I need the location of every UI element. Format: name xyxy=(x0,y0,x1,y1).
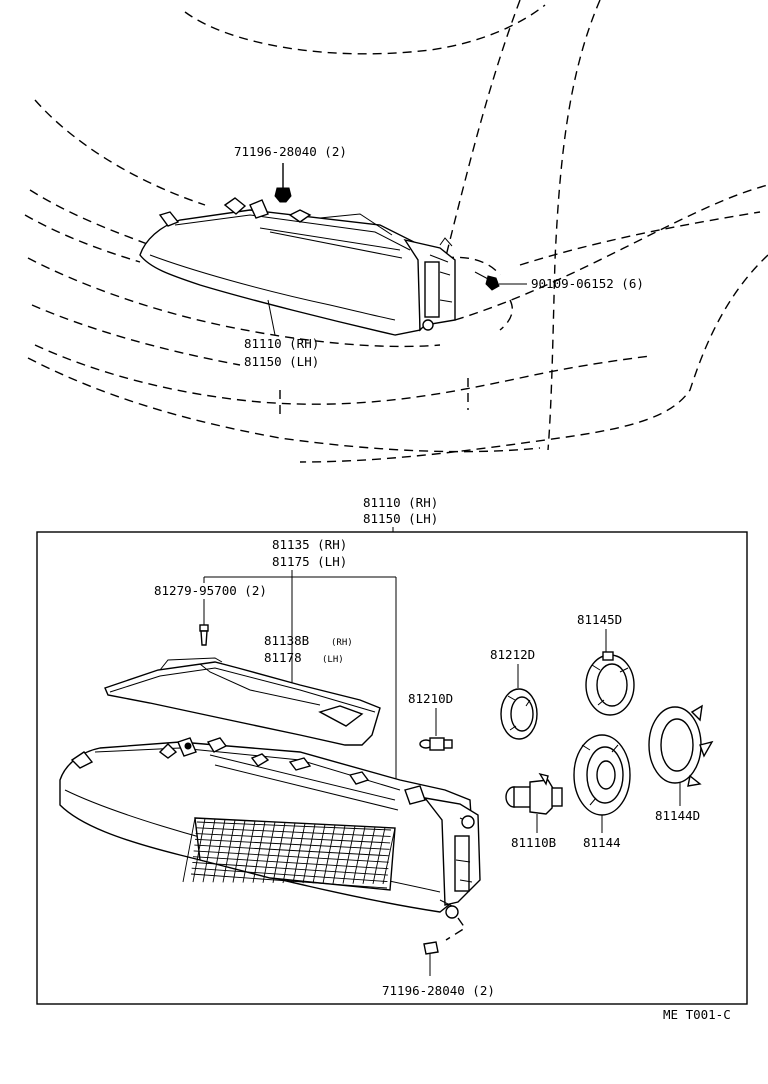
cover-lh-label: 81178 xyxy=(264,650,302,665)
lens-grid-line xyxy=(222,819,236,883)
top-nut-icon xyxy=(274,163,292,203)
lens-grid-line xyxy=(194,844,390,857)
halogen-bulb-icon xyxy=(505,772,563,815)
headlamp-cover-strip xyxy=(104,657,381,746)
lens-grid-line xyxy=(332,825,346,884)
cover-lh-tag: (LH) xyxy=(322,655,344,665)
lens-grid-line xyxy=(192,861,388,876)
top-screw-label: 90109-06152 (6) xyxy=(531,276,644,291)
cover-rh-tag: (RH) xyxy=(331,638,353,648)
housing-leader-lines xyxy=(203,570,397,785)
lens-grid-line xyxy=(292,823,306,884)
lens-grid-line xyxy=(342,825,356,884)
lens-grid-line xyxy=(232,820,246,883)
lens-grid-line xyxy=(212,819,226,883)
lens-grid-line xyxy=(322,824,336,884)
box-assy-lh-label: 81150 (LH) xyxy=(363,511,438,526)
exploded-view-frame xyxy=(36,531,748,1005)
ring-icon xyxy=(500,688,538,740)
top-assy-lh-label: 81150 (LH) xyxy=(244,354,319,369)
screw-label: 81279-95700 (2) xyxy=(154,583,267,598)
rubber-cap-icon xyxy=(648,704,714,787)
lens-grid-line xyxy=(202,818,216,883)
lens-grid-line xyxy=(192,818,206,883)
lens-grid-line xyxy=(182,817,196,883)
socket-top-label: 81145D xyxy=(577,612,622,627)
lens-grid-line xyxy=(282,822,296,884)
socket-bottom-label: 81144 xyxy=(583,835,621,850)
box-assy-rh-label: 81110 (RH) xyxy=(363,495,438,510)
screw-icon xyxy=(199,624,209,646)
bottom-nut-label: 71196-28040 (2) xyxy=(382,983,495,998)
lens-grid-line xyxy=(312,824,326,884)
reference-code: ME T001-C xyxy=(663,1007,731,1022)
lens-grid-line xyxy=(272,822,286,883)
lens-grid-line xyxy=(362,826,376,884)
lens-grid-line xyxy=(195,833,391,844)
small-bulb-icon xyxy=(419,737,453,751)
ring-label: 81212D xyxy=(490,647,535,662)
lens-grid-line xyxy=(193,850,389,863)
bulb-label: 81110B xyxy=(511,835,556,850)
bottom-nut-icon xyxy=(423,941,439,976)
housing-lh-label: 81175 (LH) xyxy=(272,554,347,569)
lens-grid-line xyxy=(191,867,388,883)
vehicle-body-outline xyxy=(24,0,768,463)
top-assy-rh-label: 81110 (RH) xyxy=(244,336,319,351)
lens-grid-line xyxy=(194,838,390,850)
socket-top-icon xyxy=(585,651,635,716)
bulb-small-label: 81210D xyxy=(408,691,453,706)
lens-grid-pattern xyxy=(182,817,396,891)
top-screw-icon xyxy=(474,271,527,291)
lens-grid-line xyxy=(242,820,256,883)
lens-grid-line xyxy=(196,827,391,837)
lens-grid-line xyxy=(262,821,276,883)
top-nut-label: 71196-28040 (2) xyxy=(234,144,347,159)
lens-grid-line xyxy=(196,821,392,831)
top-headlamp-assembly xyxy=(139,197,456,336)
housing-rh-label: 81135 (RH) xyxy=(272,537,347,552)
cap-label: 81144D xyxy=(655,808,700,823)
lens-grid-line xyxy=(190,873,388,889)
lens-grid-line xyxy=(302,823,316,884)
socket-bottom-icon xyxy=(573,734,631,816)
lens-grid-line xyxy=(192,856,389,870)
lens-grid-line xyxy=(352,826,366,884)
cover-rh-label: 81138B xyxy=(264,633,309,648)
